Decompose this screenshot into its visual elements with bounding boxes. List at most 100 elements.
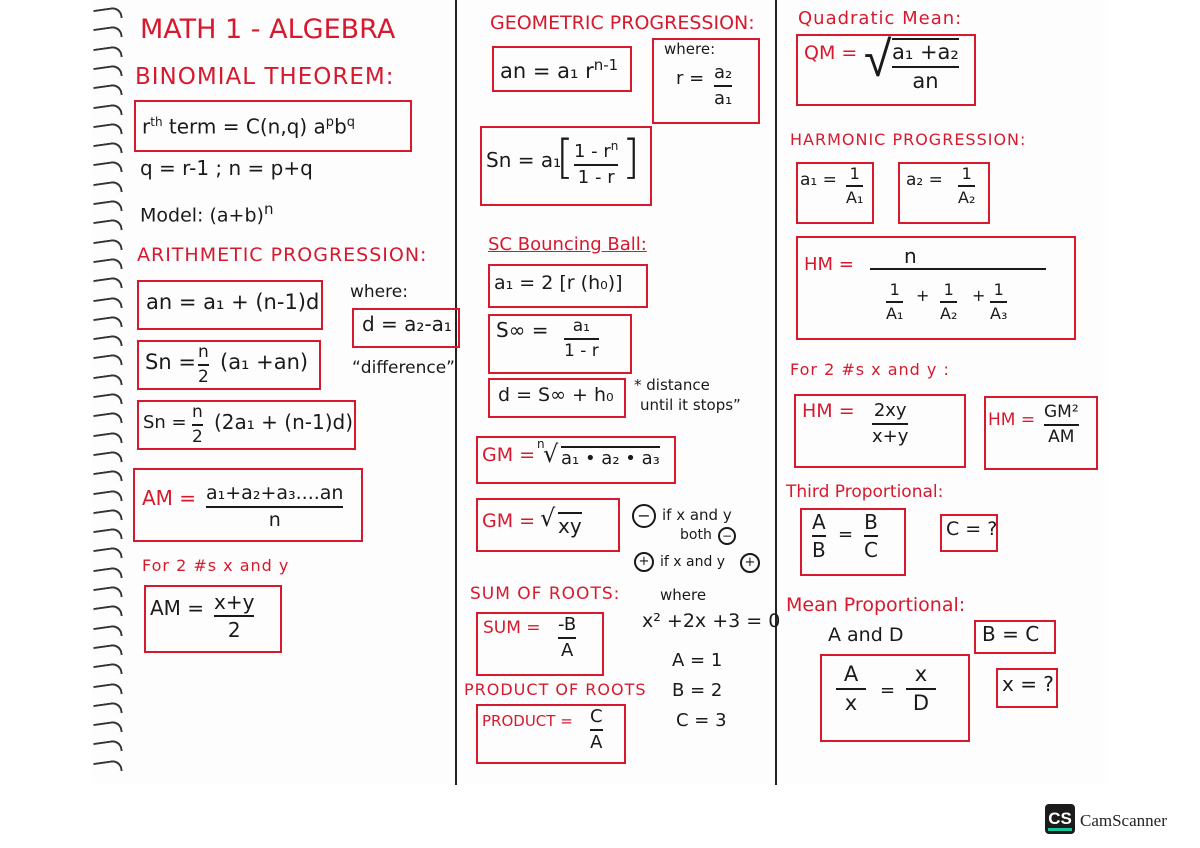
tp-den2: C — [864, 538, 878, 562]
pos-note: if x and y — [660, 554, 726, 570]
geo-r-num: a₂ — [714, 62, 733, 83]
spiral-coil — [92, 548, 126, 562]
rth-term-formula: rth term = C(n,q) apbq — [142, 116, 355, 137]
hm3-left: HM = — [988, 410, 1036, 430]
spiral-coil — [92, 278, 126, 292]
gm-radicand: a₁ • a₂ • a₃ — [561, 446, 660, 469]
geo-an-formula: an = a₁ rn-1 — [500, 58, 618, 82]
product-left: PRODUCT = — [482, 712, 573, 730]
spiral-coil — [92, 529, 126, 543]
hm-left: HM = — [804, 254, 854, 275]
harm-a2-left: a₂ = — [906, 170, 943, 190]
am-num: a₁+a₂+a₃....an — [206, 482, 344, 504]
mp-bc-box — [974, 620, 1056, 654]
spiral-coil — [92, 47, 126, 61]
sum-num: -B — [558, 614, 577, 635]
gm2-left: GM = — [482, 510, 536, 532]
harm-a2-num: 1 — [961, 164, 972, 183]
mp-box — [820, 654, 970, 742]
where2-label: where — [660, 586, 707, 604]
hm2-num: 2xy — [873, 400, 907, 421]
product-den: A — [590, 732, 603, 753]
mp-den2: D — [912, 691, 930, 715]
spiral-coil — [92, 664, 126, 678]
spiral-coil — [92, 201, 126, 215]
spiral-coil — [92, 27, 126, 41]
spiral-coil — [92, 452, 126, 466]
geo-sn-num-sup: n — [610, 139, 619, 153]
a-value: A = 1 — [672, 650, 723, 671]
mp-den1: x — [844, 691, 858, 715]
qm-left: QM = — [804, 42, 858, 64]
spiral-coil — [92, 220, 126, 234]
mp-bc: B = C — [982, 622, 1040, 646]
model-text: Model: (a+b) — [140, 204, 264, 227]
harm-a1-left: a₁ = — [800, 170, 837, 190]
product-box — [476, 704, 626, 764]
spiral-coil — [92, 413, 126, 427]
tp-c-unknown: C = ? — [946, 518, 998, 540]
binomial-heading: BINOMIAL THEOREM: — [135, 64, 395, 90]
sum-box — [476, 612, 604, 676]
bracket-right: ] — [622, 130, 640, 184]
spiral-coil — [92, 162, 126, 176]
geo-an-sup: n-1 — [593, 56, 619, 74]
spiral-coil — [92, 355, 126, 369]
tp-num2: B — [864, 510, 878, 534]
spiral-coil — [92, 433, 126, 447]
harm-heading: HARMONIC PROGRESSION: — [790, 130, 1027, 149]
mp-x-box — [996, 668, 1058, 708]
hm-fraction-bar — [870, 268, 1046, 270]
rth-term-box — [134, 100, 412, 152]
harm-a2-den: A₂ — [958, 188, 976, 207]
geo-sn-box — [480, 126, 652, 206]
gm2-box — [476, 498, 620, 552]
bounce-a1-box — [488, 264, 648, 308]
third-box — [800, 508, 906, 576]
mp-num1: A — [843, 662, 859, 686]
rth-b: b — [334, 114, 347, 139]
hm-den-1-num: 1 — [889, 280, 900, 299]
gm-box — [476, 436, 676, 484]
hm-box — [796, 236, 1076, 340]
geo-heading: GEOMETRIC PROGRESSION: — [490, 12, 755, 34]
spiral-coil — [92, 761, 126, 775]
harm-a1-den: A₁ — [846, 188, 864, 207]
for2-label: For 2 #s x and y — [142, 556, 290, 575]
harm-a1-num: 1 — [849, 164, 860, 183]
hm-den-2-den: A₂ — [940, 304, 958, 323]
qm-den: an — [912, 69, 939, 93]
spiral-coil — [92, 491, 126, 505]
gm2-radicand: xy — [558, 512, 582, 538]
s-inf-left: S∞ = — [496, 318, 549, 342]
mp-equals: = — [880, 680, 896, 701]
hm-den-3-den: A₃ — [990, 304, 1008, 323]
hm-plus-2: + — [972, 286, 986, 305]
spiral-coil — [92, 124, 126, 138]
sn1-right: (a₁ +an) — [220, 350, 309, 374]
bounce-heading: SC Bouncing Ball: — [488, 234, 647, 255]
sn2-box — [137, 400, 356, 450]
sn2-den: 2 — [192, 427, 203, 447]
bracket-left: [ — [556, 130, 574, 184]
harm-a1-box — [796, 162, 874, 224]
hm2-left: HM = — [802, 400, 855, 422]
qn-line: q = r-1 ; n = p+q — [140, 156, 313, 180]
mp-num2: x — [914, 662, 928, 686]
sn1-box — [137, 340, 321, 390]
s-inf-den: 1 - r — [564, 341, 599, 361]
distance-note-1: * distance — [634, 376, 710, 394]
spiral-coil — [92, 741, 126, 755]
geo-where: where: — [664, 40, 716, 58]
tp-den1: B — [812, 538, 826, 562]
neg-note-1: if x and y — [662, 506, 732, 524]
d-dist-box — [488, 378, 626, 418]
sum-left: SUM = — [483, 618, 541, 638]
